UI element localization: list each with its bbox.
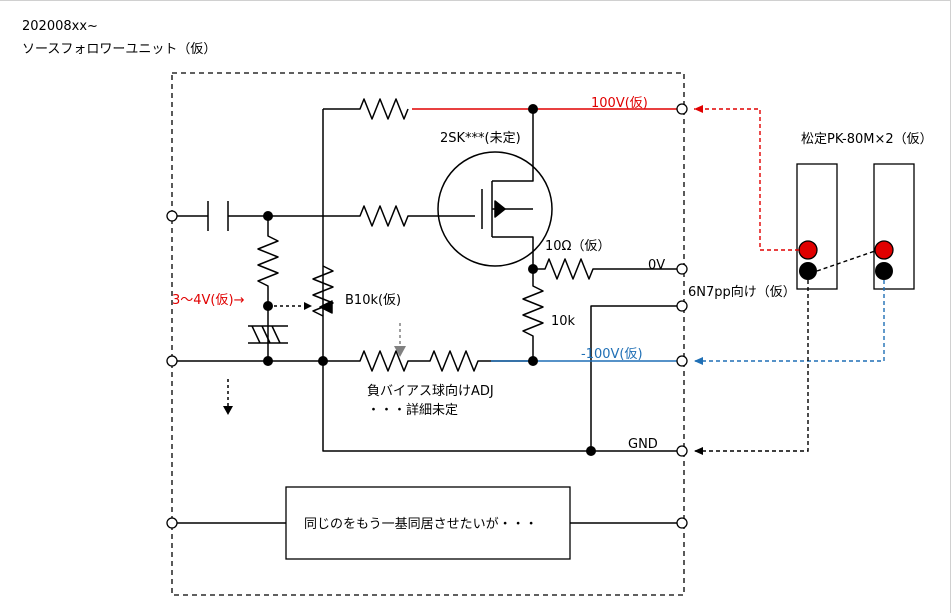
label-speaker: 松定PK-80M×2（仮） [801,132,933,147]
mosfet-symbol [481,109,534,269]
wire-tube [590,305,682,451]
link-gnd-arrow [694,447,703,455]
link-positive-arrow [694,105,703,113]
terminal-tube [676,300,688,312]
psu2-positive-jack [874,240,894,260]
junction-dot [528,104,538,114]
label-v-plus: 100V(仮) [591,96,648,111]
mosfet-circle [437,151,553,267]
terminal-input [166,210,178,222]
junction-dot [586,446,596,456]
wire-left-vertical [322,109,591,452]
psu1-positive-jack [798,240,818,260]
link-positive [694,108,799,251]
resistor-10k [522,269,544,361]
terminal-0v [676,263,688,275]
terminal-minus100 [676,355,688,367]
terminal-plus100 [676,103,688,115]
terminal-gnd [676,445,688,457]
junction-dot [263,356,273,366]
link-series [816,250,876,272]
psu2-negative-jack [875,262,893,280]
terminal-bottom-right [676,517,688,529]
header-title: ソースフォロワーユニット（仮） [22,42,217,57]
junction-dot [263,211,273,221]
resistor-top [323,98,409,120]
bias-arrow-head [304,302,312,310]
psu1-negative-jack [799,262,817,280]
down-arrow-head [223,406,233,415]
mosfet-arrow [494,200,506,218]
note-box [285,486,571,560]
label-adj-line1: 負バイアス球向けADJ [367,383,494,399]
enclosure-outline [171,72,685,596]
resistor-10ohm [533,258,682,280]
pot-wiper-arrow [319,300,333,314]
potentiometer [312,265,334,317]
label-zero-v: 0V [648,258,665,273]
label-r-source: 10Ω（仮） [545,239,610,254]
terminal-bottom-left [166,517,178,529]
resistor-bias [257,216,279,361]
junction-dot [318,356,328,366]
capacitor-input [207,201,229,231]
resistor-adj-chain [172,350,533,372]
link-gnd [694,280,809,452]
label-bias-v: 3～4V(仮)→ [172,293,245,308]
label-v-minus: -100V(仮) [581,347,643,362]
label-r-10k: 10k [551,314,576,329]
label-tube: 6N7pp向け（仮） [688,284,796,300]
label-pot: B10k(仮) [345,293,401,308]
adj-arrow-head [394,346,406,357]
label-adj-line2: ・・・詳細未定 [367,402,458,418]
label-mosfet: 2SK***(未定) [440,131,521,146]
junction-dot [263,301,273,311]
label-gnd: GND [628,437,658,452]
header-date: 202008xx~ [22,19,98,34]
zener-symbol [248,325,288,344]
link-negative-arrow [694,357,703,365]
link-negative [694,280,885,362]
label-box-note: 同じのをもう一基同居させたいが・・・ [304,517,538,532]
junction-dot [528,356,538,366]
resistor-gate [268,205,475,227]
terminal-ground-in [166,355,178,367]
junction-dot [528,264,538,274]
